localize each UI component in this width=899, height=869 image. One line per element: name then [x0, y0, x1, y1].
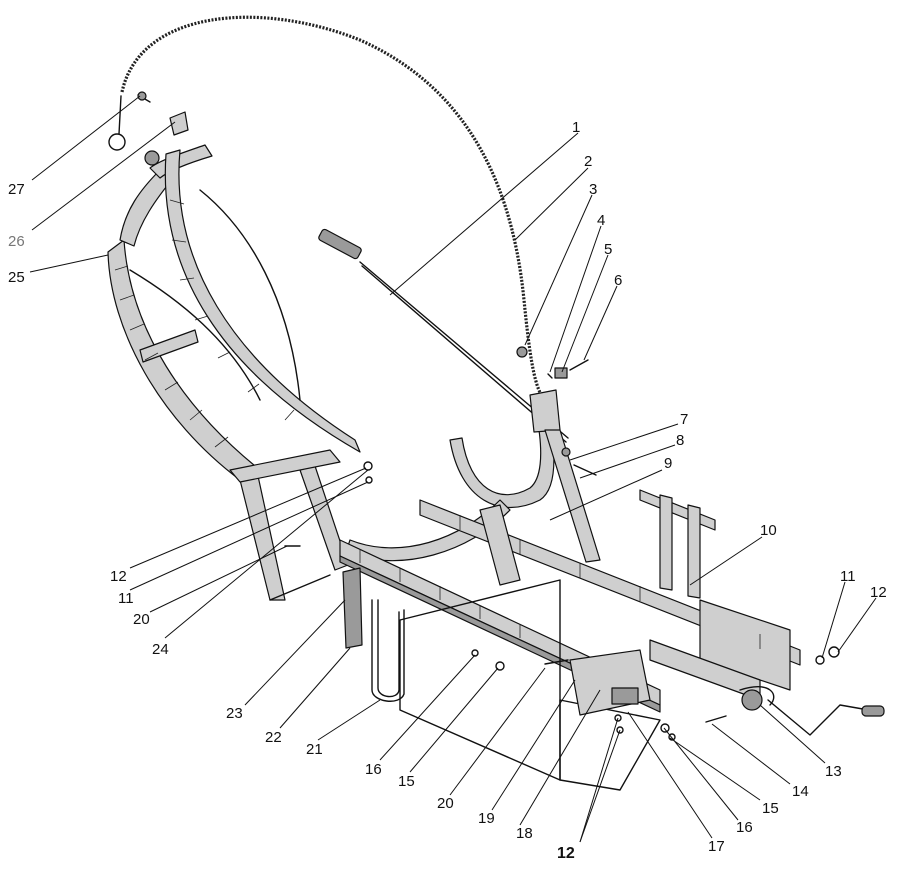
- callout-23: 23: [226, 705, 243, 722]
- callout-7: 7: [680, 411, 688, 428]
- callout-26: 26: [8, 233, 25, 250]
- callout-labels: 1 2 3 4 5 6 7 8 9 10 11 12 13 14 15 16 1…: [8, 119, 887, 862]
- callout-4: 4: [597, 212, 605, 229]
- callout-2: 2: [584, 153, 592, 170]
- callout-12-left: 12: [110, 568, 127, 585]
- fasteners: [137, 91, 840, 741]
- callout-3: 3: [589, 181, 597, 198]
- drawing: [107, 15, 885, 791]
- callout-15-left: 15: [398, 773, 415, 790]
- callout-20-bottom: 20: [437, 795, 454, 812]
- callout-21: 21: [306, 741, 323, 758]
- base-block: [399, 579, 661, 791]
- callout-18: 18: [516, 825, 533, 842]
- callout-10: 10: [760, 522, 777, 539]
- left-arc-frame: [107, 144, 361, 601]
- callout-5: 5: [604, 241, 612, 258]
- u-bolt: [371, 599, 405, 702]
- callout-1: 1: [572, 119, 580, 136]
- callout-11-left: 11: [118, 590, 134, 607]
- cable: [108, 15, 547, 402]
- callout-13: 13: [825, 763, 842, 780]
- callout-27: 27: [8, 181, 25, 198]
- crank-handle: [739, 686, 885, 736]
- callout-25: 25: [8, 269, 25, 286]
- callout-9: 9: [664, 455, 672, 472]
- callout-6: 6: [614, 272, 622, 289]
- callout-15-right: 15: [762, 800, 779, 817]
- clamp-plate: [611, 687, 639, 705]
- strap: [342, 567, 363, 649]
- callout-12-right: 12: [870, 584, 887, 601]
- callout-8: 8: [676, 432, 684, 449]
- leader-lines: [29, 95, 877, 843]
- callout-16-left: 16: [365, 761, 382, 778]
- callout-17: 17: [708, 838, 725, 855]
- right-arc-frame: [345, 389, 561, 562]
- callout-19: 19: [478, 810, 495, 827]
- callout-24: 24: [152, 641, 169, 658]
- callout-16-right: 16: [736, 819, 753, 836]
- callout-12-bottom: 12: [557, 845, 575, 862]
- callout-20-left: 20: [133, 611, 150, 628]
- callout-11-right: 11: [840, 568, 856, 585]
- callout-22: 22: [265, 729, 282, 746]
- cable-eye-ring: [108, 133, 126, 151]
- callout-14: 14: [792, 783, 809, 800]
- rod: [318, 228, 569, 443]
- chassis: [339, 429, 801, 713]
